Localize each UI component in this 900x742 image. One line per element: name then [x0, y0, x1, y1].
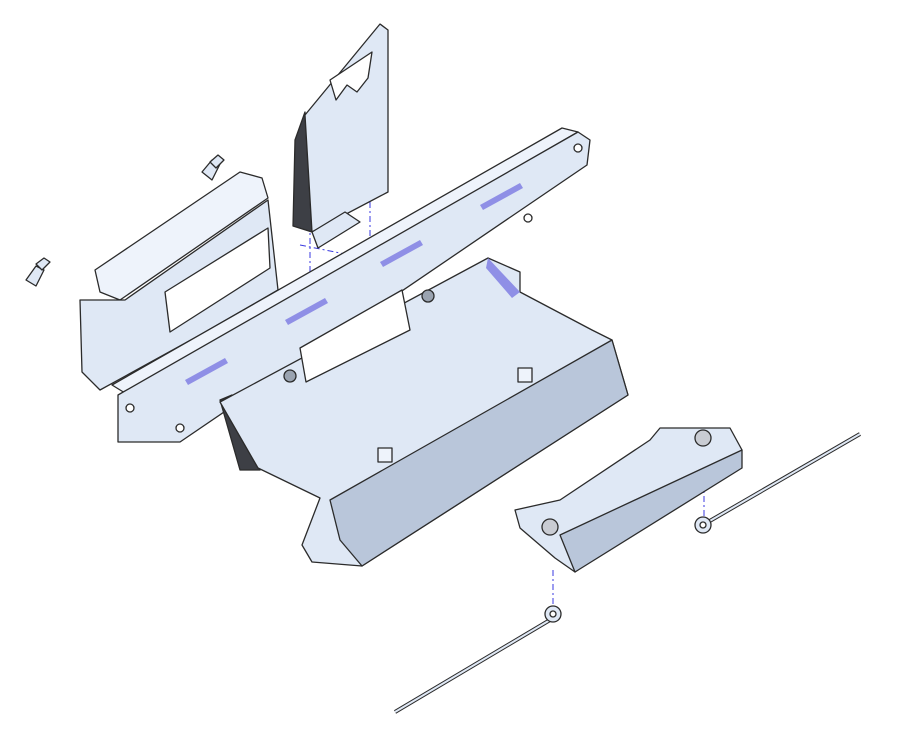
weld-highlight — [486, 258, 520, 298]
fairlead-window — [164, 227, 271, 333]
bracket-front-face — [559, 449, 743, 573]
skid-plate — [219, 257, 629, 567]
weld-highlight — [285, 298, 328, 325]
weld-highlight — [380, 240, 423, 267]
bracket-bushing — [541, 518, 559, 536]
weld-highlight — [480, 183, 523, 210]
tab-clip — [377, 447, 393, 463]
weld-highlight — [185, 358, 228, 385]
mounting-hole — [175, 423, 185, 433]
cage-nut-clip — [25, 265, 45, 287]
washer-hole — [699, 521, 707, 529]
pivot-rod-left-highlight — [394, 619, 551, 713]
roller-bracket — [514, 427, 743, 573]
nut-icon — [283, 369, 297, 383]
mounting-hole — [125, 403, 135, 413]
washer-hole — [549, 610, 557, 618]
cage-nut-clips — [25, 154, 225, 287]
cage-nut-clip — [35, 257, 51, 271]
pivot-rods — [393, 432, 862, 714]
logo-cutout — [329, 51, 373, 101]
upright-plate-face — [304, 23, 389, 233]
cage-nut-clip — [209, 154, 225, 169]
upright-plate-foot — [311, 211, 361, 249]
upright-mount-plate — [292, 23, 389, 249]
bracket-bushing — [694, 429, 712, 447]
fairlead-top-flange — [94, 171, 269, 301]
fairlead-housing — [79, 171, 279, 391]
bracket-body — [514, 427, 743, 573]
tab-clip — [517, 367, 533, 383]
mounting-hole — [573, 143, 583, 153]
winch-mounting-bar — [111, 127, 591, 443]
pivot-rod-right-highlight — [707, 433, 861, 523]
mounting-bar-face — [117, 131, 591, 443]
skid-plate-lower-face — [329, 339, 629, 567]
nut-icon — [421, 289, 435, 303]
mounting-hole — [523, 213, 533, 223]
skid-plate-window — [299, 289, 411, 383]
